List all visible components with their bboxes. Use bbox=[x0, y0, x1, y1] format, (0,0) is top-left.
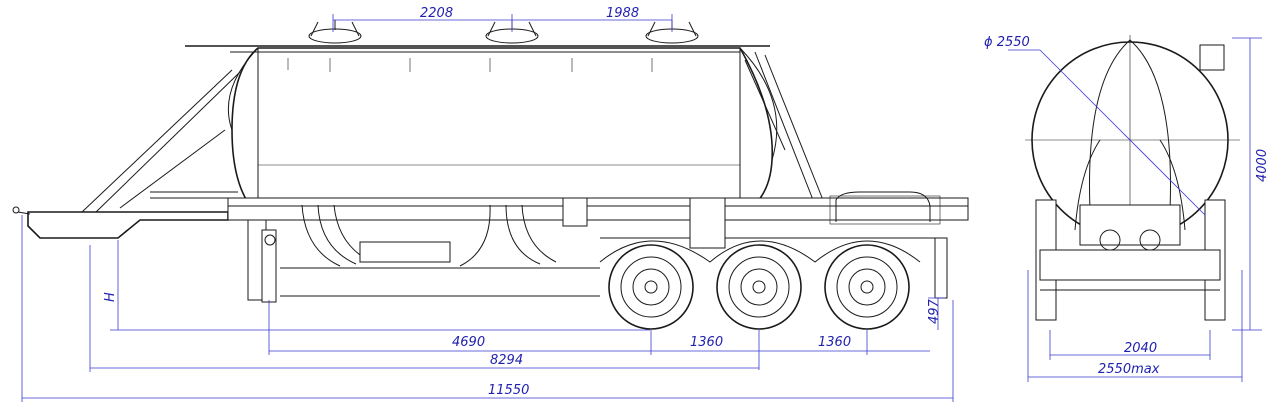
dim-hatch-spacing-2: 1988 bbox=[606, 6, 639, 21]
dim-rear-height: 497 bbox=[927, 298, 942, 324]
dim-overall-width: 2550max bbox=[1098, 362, 1160, 377]
axle-wheel-3 bbox=[824, 244, 910, 330]
dim-overall-height: 4000 bbox=[1255, 149, 1270, 182]
dim-tank-diameter: ϕ 2550 bbox=[984, 35, 1030, 50]
landing-gear bbox=[261, 229, 277, 303]
dim-overall-length: 11550 bbox=[488, 383, 529, 398]
dim-height-h: H bbox=[103, 292, 118, 302]
axle-wheel-1 bbox=[608, 244, 694, 330]
manhole-hatch-1 bbox=[308, 20, 362, 44]
dim-axle-spacing-1: 1360 bbox=[690, 335, 723, 350]
rear-struts bbox=[744, 51, 826, 206]
dim-front-to-axle: 8294 bbox=[490, 353, 523, 368]
axle-wheel-2 bbox=[716, 244, 802, 330]
fenders bbox=[599, 240, 921, 263]
rear-frame bbox=[1039, 249, 1221, 281]
chassis bbox=[227, 191, 969, 301]
tank-body bbox=[185, 20, 778, 216]
side-dimensions: 2208 1988 4690 1360 1360 8294 11550 H 49… bbox=[21, 6, 954, 402]
rear-view bbox=[1025, 35, 1240, 321]
rear-bumper bbox=[934, 237, 948, 299]
gooseneck-frame bbox=[12, 206, 229, 239]
dim-axle-spacing-2: 1360 bbox=[818, 335, 851, 350]
dim-hatch-spacing-1: 2208 bbox=[420, 6, 453, 21]
side-view bbox=[12, 20, 969, 330]
rear-dimensions: ϕ 2550 4000 2040 2550max bbox=[984, 35, 1270, 382]
dim-track-width: 2040 bbox=[1124, 341, 1157, 356]
dim-kingpin-to-axle: 4690 bbox=[452, 335, 485, 350]
discharge-pipes bbox=[301, 197, 726, 267]
rear-valve-panel bbox=[1079, 204, 1181, 246]
front-struts bbox=[81, 69, 241, 213]
